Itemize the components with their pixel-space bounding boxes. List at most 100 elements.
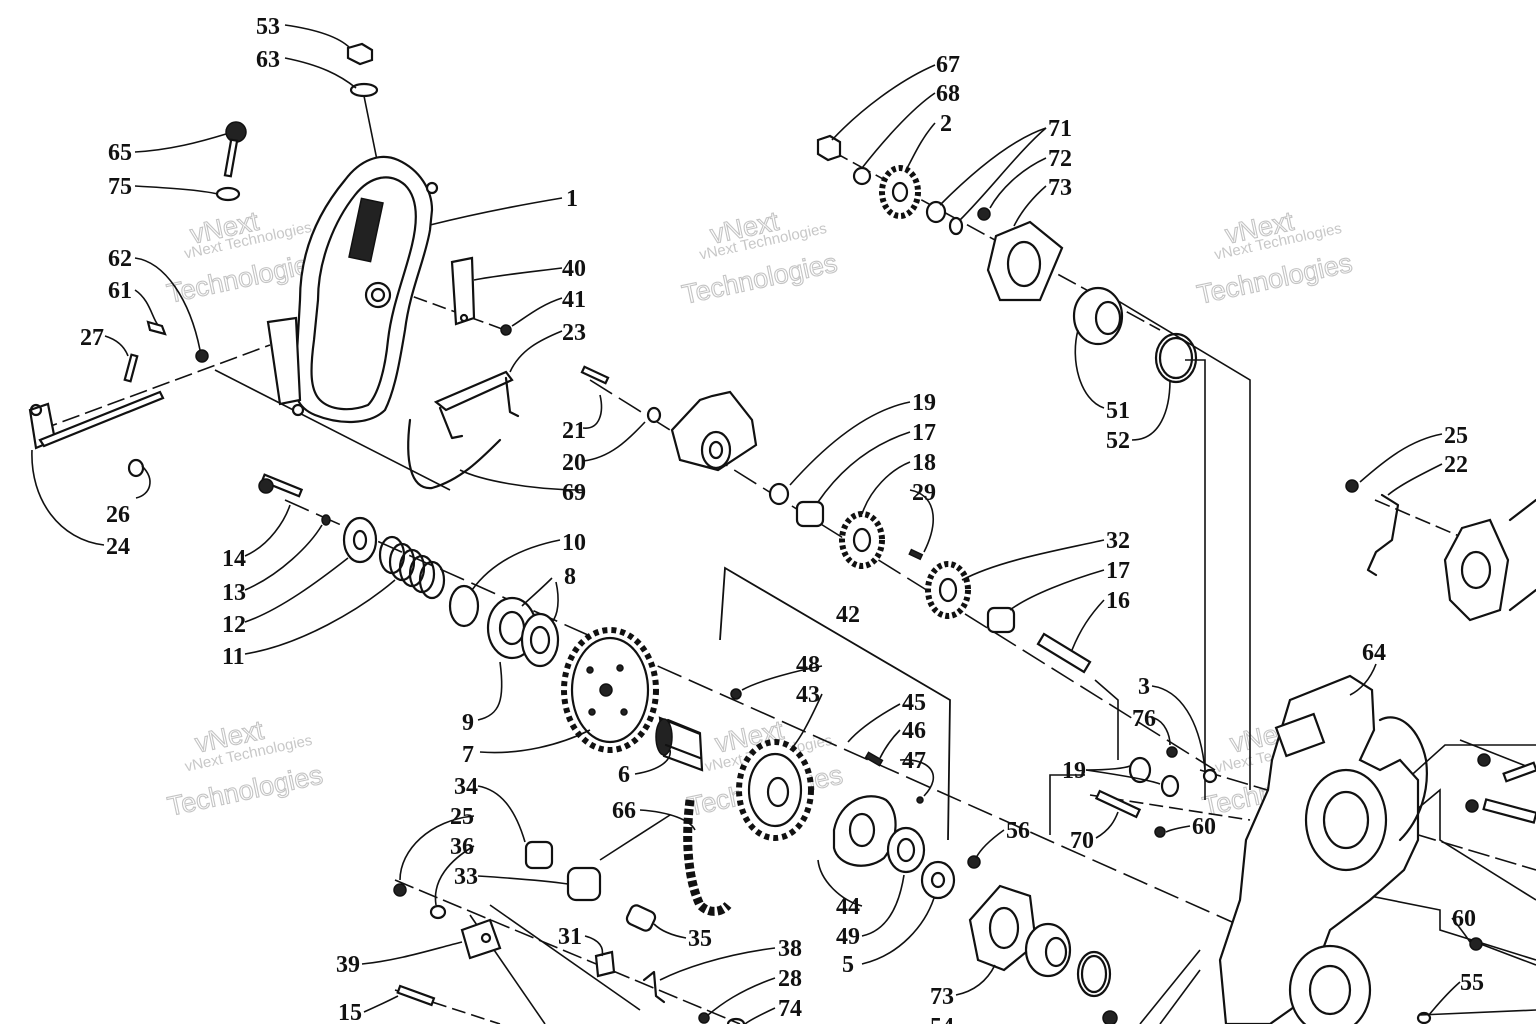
callout-41: 41: [562, 287, 586, 313]
callout-3: 3: [1138, 674, 1150, 700]
bracket-8: [521, 577, 559, 623]
callout-31: 31: [558, 924, 582, 950]
callout-21: 21: [562, 418, 586, 444]
callout-49: 49: [836, 924, 860, 950]
part-rollers: [524, 840, 657, 932]
callout-34: 34: [454, 774, 478, 800]
callout-40: 40: [562, 256, 586, 282]
part-lower-hardware: [396, 950, 746, 1024]
callout-35: 35: [688, 926, 712, 952]
bracket-42: [719, 566, 951, 841]
part-6-hub: [655, 716, 704, 772]
callout-72: 72: [1048, 146, 1072, 172]
callout-68: 68: [936, 81, 960, 107]
part-69-seal: [407, 418, 502, 490]
part-73-lower-flange: [968, 884, 1118, 1024]
callout-23: 23: [562, 320, 586, 346]
callout-13: 13: [222, 580, 246, 606]
callout-16: 16: [1106, 588, 1130, 614]
callout-63: 63: [256, 47, 280, 73]
callout-18: 18: [912, 450, 936, 476]
part-64-chaincase: [1218, 674, 1428, 1024]
part-right-edge-hardware: [1416, 753, 1536, 1024]
part-upper-shaft-stack: [768, 482, 924, 569]
callout-1: 1: [566, 186, 578, 212]
callout-61: 61: [108, 278, 132, 304]
callout-65: 65: [108, 140, 132, 166]
part-40-plate: [450, 256, 512, 336]
callout-46: 46: [902, 718, 926, 744]
watermark-top-right: vNext vNext Technologies Technologies: [1194, 205, 1356, 310]
callout-27: 27: [80, 325, 104, 351]
callout-15: 15: [338, 1000, 362, 1024]
callout-29: 29: [912, 480, 936, 506]
callout-19-upper: 19: [912, 390, 936, 416]
callout-9: 9: [462, 710, 474, 736]
callout-76: 76: [1132, 706, 1156, 732]
callout-73-lower: 73: [930, 984, 954, 1010]
callout-52: 52: [1106, 428, 1130, 454]
part-53-nut: [346, 42, 379, 166]
callout-2: 2: [940, 111, 952, 137]
callout-66: 66: [612, 798, 636, 824]
part-7-sprocket: [561, 627, 659, 753]
part-39-block: [393, 883, 502, 960]
callout-7: 7: [462, 742, 474, 768]
callout-39: 39: [336, 952, 360, 978]
callout-54: 54: [930, 1014, 954, 1024]
callout-12: 12: [222, 612, 246, 638]
callout-55: 55: [1460, 970, 1484, 996]
spring-coils: [378, 535, 446, 600]
part-65-screw: [215, 121, 247, 202]
part-46-screw: [730, 688, 924, 804]
callout-74: 74: [778, 996, 802, 1022]
part-51-bearing: [1072, 286, 1198, 384]
callout-75: 75: [108, 174, 132, 200]
callout-51: 51: [1106, 398, 1130, 424]
callout-14: 14: [222, 546, 246, 572]
watermark-mid-left: vNext vNext Technologies Technologies: [164, 714, 326, 822]
callout-26: 26: [106, 502, 130, 528]
callout-25-upper: 25: [1444, 423, 1468, 449]
callout-69: 69: [562, 480, 586, 506]
callout-73-upper: 73: [1048, 175, 1072, 201]
callout-5: 5: [842, 952, 854, 978]
part-shaft-lever: [28, 320, 209, 478]
callout-43: 43: [796, 682, 820, 708]
callout-8: 8: [564, 564, 576, 590]
part-bearing-housing-upper: [580, 365, 758, 472]
callout-70: 70: [1070, 828, 1094, 854]
callout-45: 45: [902, 690, 926, 716]
callout-28: 28: [778, 966, 802, 992]
callout-64: 64: [1362, 640, 1386, 666]
callout-17-upper: 17: [912, 420, 936, 446]
callout-62: 62: [108, 246, 132, 272]
callout-67: 67: [936, 52, 960, 78]
part-43-gear: [736, 739, 814, 841]
callout-60-mid: 60: [1192, 814, 1216, 840]
callout-38: 38: [778, 936, 802, 962]
callout-19-lower: 19: [1062, 758, 1086, 784]
callout-44: 44: [836, 894, 860, 920]
callout-48: 48: [796, 652, 820, 678]
callout-25-lower: 25: [450, 804, 474, 830]
callout-53: 53: [256, 14, 280, 40]
callout-32: 32: [1106, 528, 1130, 554]
leader-lines: [31, 24, 1471, 1024]
part-66-chain: [683, 799, 732, 916]
part-mid-hardware: [967, 746, 1218, 869]
part-spring-stack: [258, 473, 560, 668]
callout-6: 6: [618, 762, 630, 788]
callout-47: 47: [902, 748, 926, 774]
callout-33: 33: [454, 864, 478, 890]
callout-11: 11: [222, 644, 245, 670]
callout-10: 10: [562, 530, 586, 556]
part-lower-shaft-stack: [925, 561, 1092, 674]
callout-24: 24: [106, 534, 130, 560]
callout-71: 71: [1048, 116, 1072, 142]
callout-36: 36: [450, 834, 474, 860]
callout-20: 20: [562, 450, 586, 476]
watermark-top-center: vNext vNext Technologies Technologies: [679, 205, 841, 310]
part-1-chaincase-cover: [266, 155, 439, 424]
